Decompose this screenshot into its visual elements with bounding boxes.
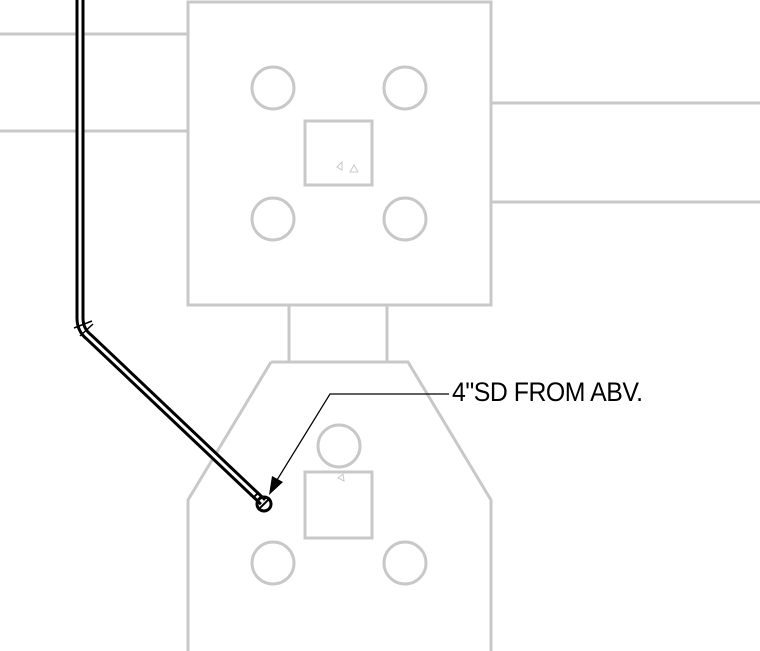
grade-beams [0, 32, 760, 362]
leader-arrowhead [269, 476, 283, 495]
pipe-drop-tick-2 [257, 497, 271, 511]
annotation-leader [269, 393, 449, 495]
storm-drain-annotation: 4"SD FROM ABV. [452, 377, 643, 407]
pile-upper-4 [382, 196, 428, 242]
pile-lower-left [250, 540, 296, 586]
storm-drain-pipe [73, 0, 273, 513]
pile-cap-lower [186, 360, 493, 651]
pile-upper-3 [250, 196, 296, 242]
leader-line [276, 393, 449, 481]
pile-cap-upper-outline [186, 0, 493, 307]
pile-cap-upper [186, 0, 493, 307]
column-lower [303, 470, 374, 540]
pile-upper-1 [250, 65, 296, 111]
pipe-drop-tick-1 [252, 491, 260, 499]
pipe-joint-bend-2 [79, 323, 94, 337]
pile-lower-top [316, 423, 362, 469]
column-upper-marks [336, 160, 359, 173]
column-lower-mark [337, 473, 345, 482]
pile-lower-right [382, 540, 428, 586]
pile-cap-lower-outline [186, 360, 493, 651]
pipe-outline [75, 0, 267, 506]
pipe-drop-symbol [255, 495, 273, 513]
pipe-bore [78, 0, 265, 504]
pile-upper-2 [382, 65, 428, 111]
pipe-joint-bend [73, 320, 93, 329]
column-upper [303, 119, 374, 187]
